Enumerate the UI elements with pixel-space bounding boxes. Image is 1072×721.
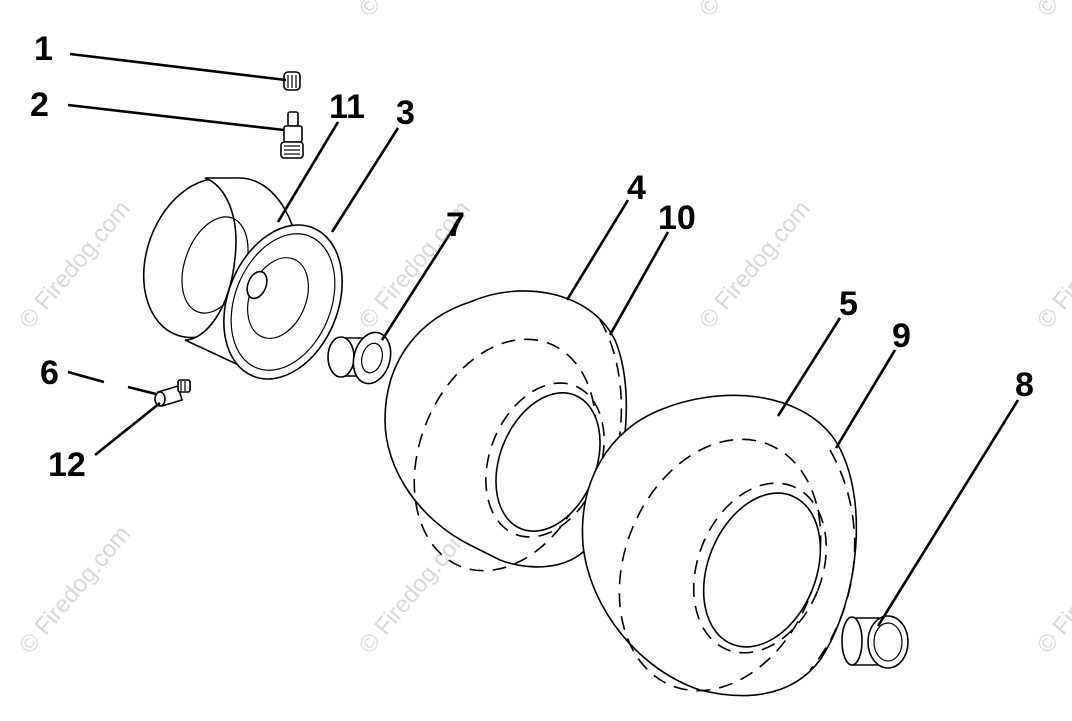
watermark-text: © Firedog.com: [354, 521, 476, 659]
callout-12: 12: [48, 446, 86, 484]
watermark-text: © Firedog.com: [354, 0, 476, 22]
part-grease-fitting: [154, 379, 191, 407]
leader-6a: [67, 370, 105, 384]
watermark-text: © Firedog.com: [1032, 521, 1072, 659]
callout-2: 2: [30, 86, 49, 124]
part-valve-stem: [280, 111, 304, 159]
callout-10: 10: [658, 199, 696, 237]
watermark-text: © Firedog.com: [14, 521, 136, 659]
callout-11: 11: [329, 88, 365, 126]
leader-8: [876, 399, 1020, 627]
leader-1: [69, 52, 287, 82]
callout-5: 5: [839, 285, 858, 323]
leader-10: [608, 231, 670, 336]
leader-lines: [67, 52, 1020, 627]
watermark-text: © Firedog.com: [1032, 196, 1072, 334]
leader-12: [94, 401, 161, 457]
callout-6: 6: [40, 354, 59, 392]
callout-8: 8: [1015, 366, 1034, 404]
leader-3: [330, 127, 400, 233]
leader-5: [776, 317, 842, 417]
leader-11: [276, 121, 340, 223]
callout-7: 7: [446, 206, 465, 244]
part-valve-cap: [283, 71, 301, 91]
watermark-text: © Firedog.com: [694, 196, 816, 334]
part-tire-rear: [581, 394, 858, 697]
watermark-text: © Firedog.com: [14, 196, 136, 334]
callouts: 1 2 11 3 7 4 10 5 9 8 6 12: [30, 30, 1034, 484]
part-tire-front: [384, 290, 628, 572]
callout-9: 9: [892, 317, 911, 355]
leader-4: [565, 199, 630, 301]
callout-4: 4: [627, 169, 646, 207]
leader-6b: [127, 385, 157, 396]
part-bushing: [327, 331, 392, 385]
watermark-text: © Firedog.com: [694, 0, 816, 22]
watermark-text: © Firedog.com: [1032, 0, 1072, 22]
part-wheel-rim: [142, 177, 343, 380]
leader-9: [834, 349, 897, 449]
callout-3: 3: [396, 94, 415, 132]
part-hub-cap: [841, 615, 909, 669]
leader-2: [67, 103, 285, 132]
leader-7: [380, 225, 457, 341]
callout-1: 1: [34, 30, 53, 68]
